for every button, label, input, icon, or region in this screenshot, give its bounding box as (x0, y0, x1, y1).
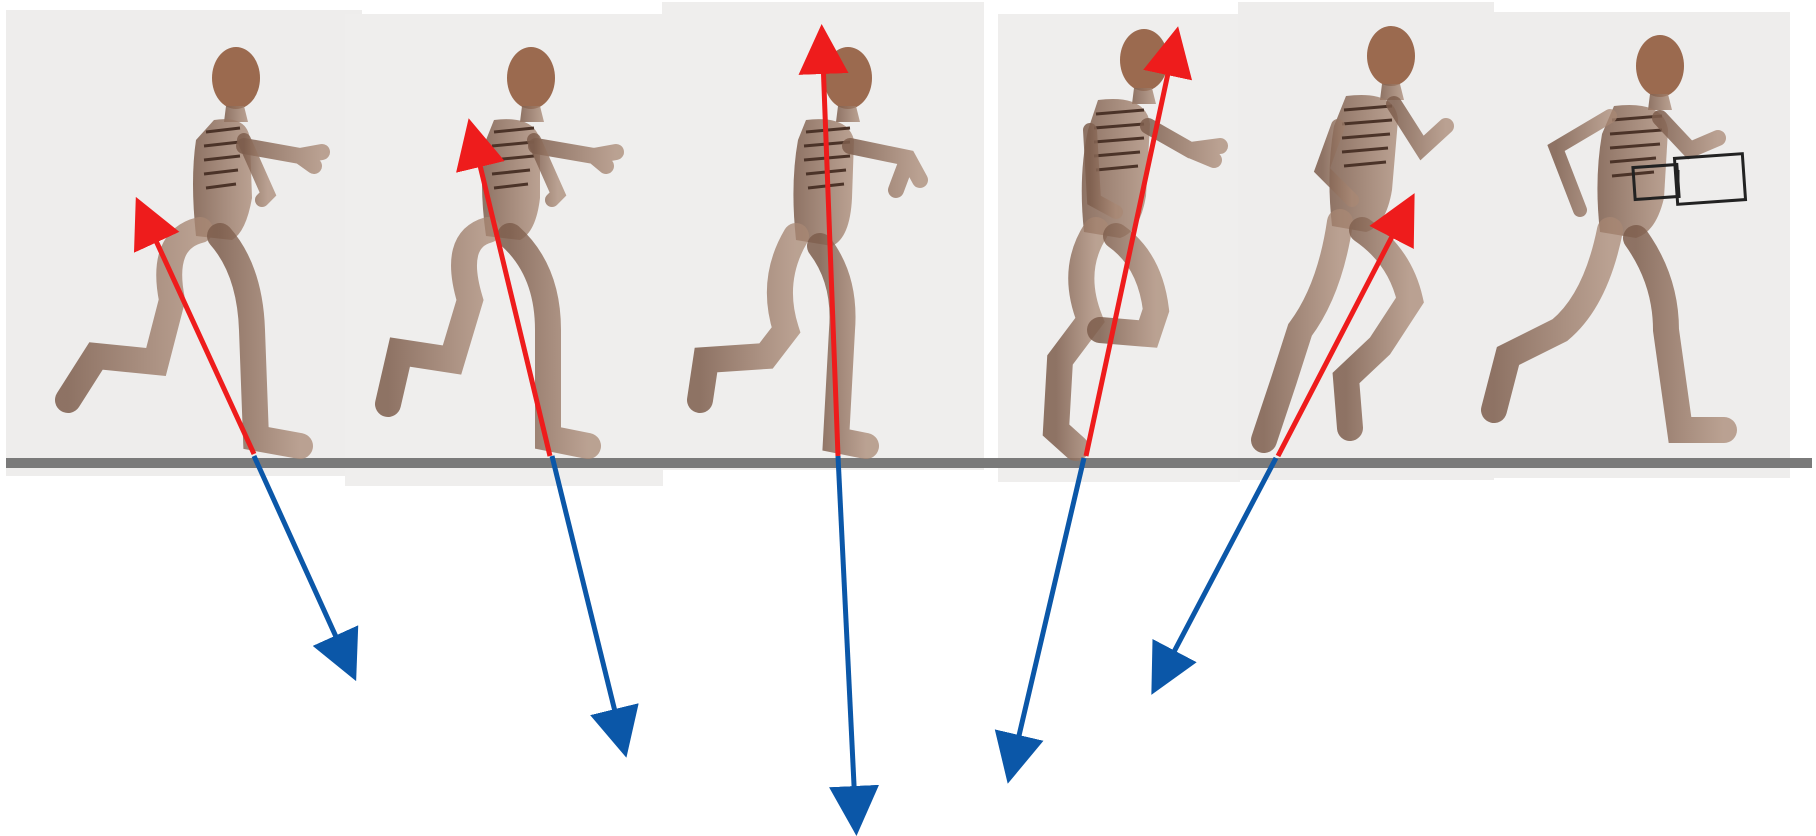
ground-line (6, 458, 1812, 468)
ground-force-arrow (254, 456, 352, 672)
ground-force-arrow (552, 456, 624, 748)
ground-force-arrow (1010, 458, 1084, 774)
ground-force-arrow (1156, 458, 1276, 686)
render-panels (6, 2, 1790, 486)
ground-force-arrow (838, 456, 856, 826)
